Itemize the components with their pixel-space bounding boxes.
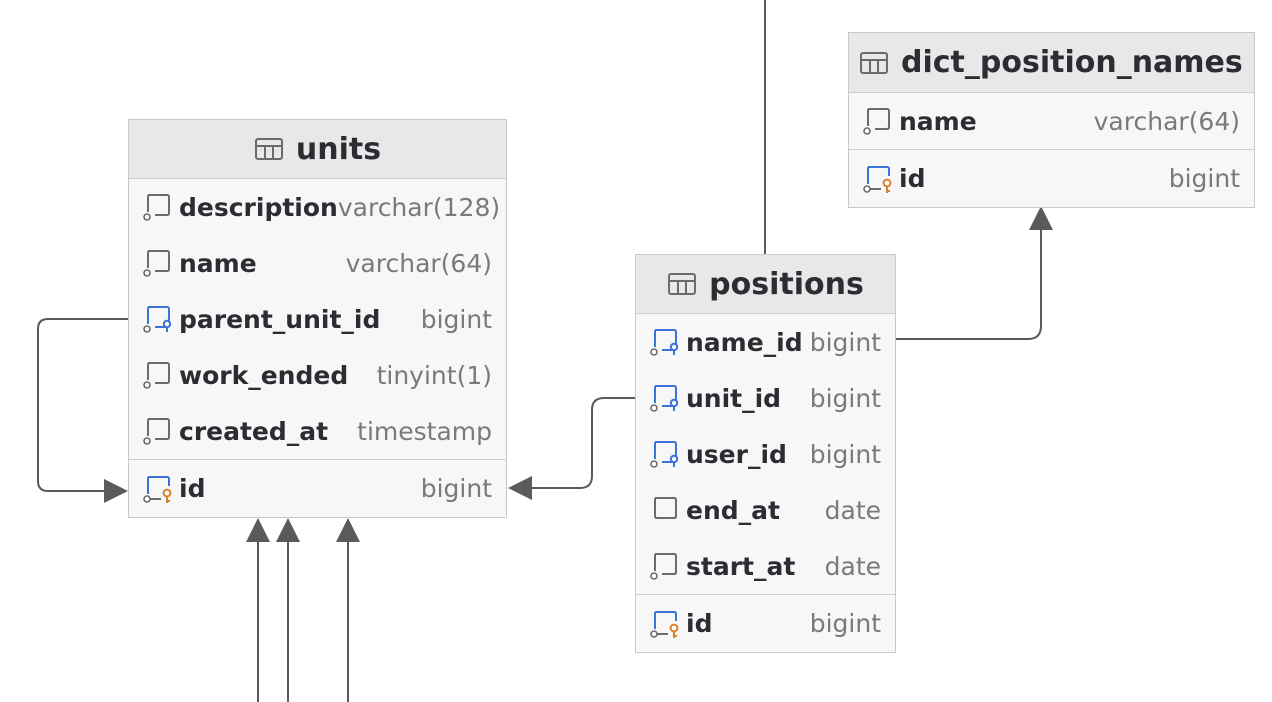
- column-type: varchar(64): [1093, 106, 1240, 136]
- table-grid-icon: [667, 272, 697, 296]
- primary-key-column-icon: [141, 474, 175, 504]
- edge-units-parent-self[interactable]: [37, 318, 128, 492]
- column-type: bigint: [420, 304, 492, 334]
- column-type: bigint: [809, 609, 881, 638]
- edge-positions-name[interactable]: [896, 230, 1042, 340]
- arrow-offscreen-to-units-3: [336, 518, 360, 542]
- column-row[interactable]: unit_id bigint: [636, 370, 895, 426]
- column-type: bigint: [420, 474, 492, 503]
- column-name: unit_id: [686, 383, 782, 413]
- column-type: bigint: [809, 383, 881, 413]
- column-row[interactable]: name varchar(64): [129, 235, 506, 291]
- primary-key-column-icon: [648, 609, 682, 639]
- column-name: end_at: [686, 495, 780, 525]
- arrow-positions-name: [1029, 206, 1053, 230]
- column-icon: [141, 360, 175, 390]
- table-title: units: [295, 131, 382, 167]
- column-icon: [648, 551, 682, 581]
- column-name: start_at: [686, 551, 796, 581]
- table-title: dict_position_names: [901, 45, 1243, 80]
- column-row[interactable]: start_at date: [636, 538, 895, 594]
- table-dict-position-names[interactable]: dict_position_names name varchar(64) id big…: [848, 32, 1255, 208]
- column-row[interactable]: work_ended tinyint(1): [129, 347, 506, 403]
- column-name: description: [179, 192, 338, 222]
- column-name: name: [899, 106, 977, 136]
- column-type: date: [824, 495, 881, 525]
- foreign-key-column-icon: [648, 439, 682, 469]
- column-name: id: [179, 474, 206, 503]
- column-row[interactable]: name varchar(64): [849, 93, 1254, 149]
- column-icon: [861, 106, 895, 136]
- column-row[interactable]: created_at timestamp: [129, 403, 506, 459]
- column-row[interactable]: user_id bigint: [636, 426, 895, 482]
- column-row[interactable]: parent_unit_id bigint: [129, 291, 506, 347]
- column-type: varchar(64): [345, 248, 492, 278]
- column-type: date: [824, 551, 881, 581]
- column-list: name varchar(64) id bigint: [849, 93, 1254, 207]
- column-type: tinyint(1): [376, 360, 492, 390]
- table-header[interactable]: positions: [636, 255, 895, 314]
- primary-key-row[interactable]: id bigint: [636, 594, 895, 652]
- foreign-key-column-icon: [141, 304, 175, 334]
- table-grid-icon: [859, 51, 889, 75]
- column-icon: [141, 192, 175, 222]
- arrow-offscreen-to-units-2: [276, 518, 300, 542]
- column-type: bigint: [809, 439, 881, 469]
- table-header[interactable]: units: [129, 120, 506, 179]
- not-null-column-icon: [648, 495, 682, 525]
- edge-positions-unit[interactable]: [532, 397, 636, 489]
- column-type: timestamp: [357, 416, 492, 446]
- arrow-offscreen-to-units-1: [246, 518, 270, 542]
- column-type: bigint: [1168, 164, 1240, 193]
- arrow-positions-unit: [508, 476, 532, 500]
- foreign-key-column-icon: [648, 327, 682, 357]
- primary-key-row[interactable]: id bigint: [849, 149, 1254, 207]
- primary-key-column-icon: [861, 164, 895, 194]
- column-type: bigint: [809, 327, 881, 357]
- column-name: work_ended: [179, 360, 349, 390]
- column-name: id: [686, 609, 713, 638]
- column-icon: [141, 248, 175, 278]
- arrow-units-parent-self: [104, 479, 128, 503]
- column-name: parent_unit_id: [179, 304, 381, 334]
- column-row[interactable]: end_at date: [636, 482, 895, 538]
- column-name: id: [899, 164, 926, 193]
- column-name: name_id: [686, 327, 803, 357]
- primary-key-row[interactable]: id bigint: [129, 459, 506, 517]
- column-name: created_at: [179, 416, 329, 446]
- table-header[interactable]: dict_position_names: [849, 33, 1254, 93]
- column-type: varchar(128): [337, 192, 501, 222]
- column-name: user_id: [686, 439, 787, 469]
- foreign-key-column-icon: [648, 383, 682, 413]
- table-grid-icon: [254, 137, 284, 161]
- table-title: positions: [709, 266, 864, 302]
- column-icon: [141, 416, 175, 446]
- column-name: name: [179, 248, 257, 278]
